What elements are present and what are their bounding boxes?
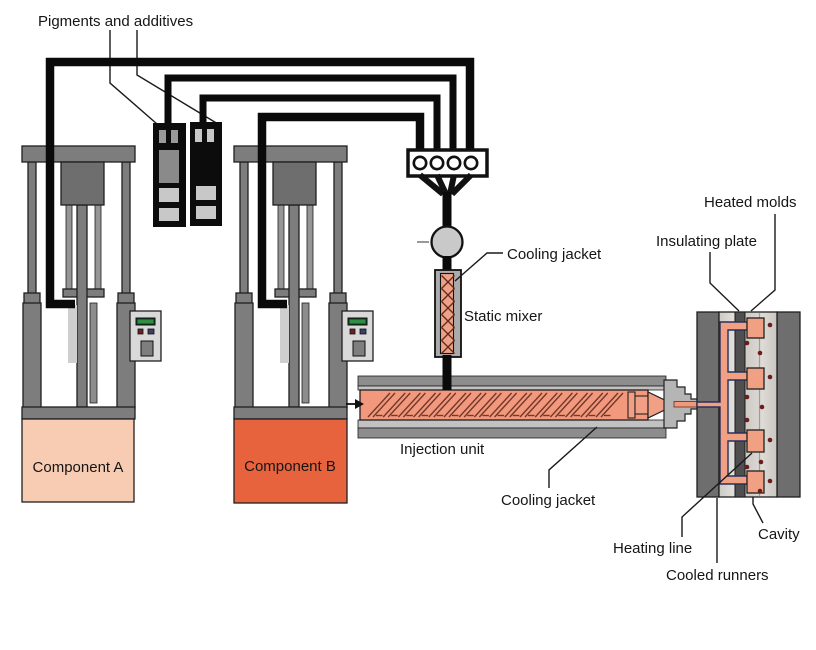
container-a-body [21,418,135,503]
dosing-pump-b [233,145,374,420]
container-a: Component A [21,418,135,503]
mold-assembly [696,311,801,498]
label-heated-molds: Heated molds [704,194,797,211]
manifold-port-4 [463,155,479,171]
container-b: Component B [233,418,348,504]
label-static-mixer: Static mixer [464,308,542,325]
pigments-leader-lines [109,30,219,125]
heating-line-dots [744,322,773,494]
supply-pipes [45,57,475,309]
screw-torpedo [647,391,677,419]
injection-unit-barrel [346,355,699,439]
label-heating-line: Heating line [613,540,692,557]
container-b-body [233,418,348,504]
labels: Pigments and additives Cooling jacket St… [38,13,800,584]
mold-cavities [746,317,765,494]
screw-flights [367,392,624,418]
leader-lines [454,214,776,563]
pigment-cartridge-1 [153,123,186,227]
mixer-column [417,192,464,358]
mixing-manifold [406,148,489,197]
label-cooling-jacket-mixer: Cooling jacket [507,246,602,263]
pigment-cartridge-2 [190,122,222,226]
dosing-pump-a [21,145,162,420]
manifold-port-3 [446,155,462,171]
manifold-port-1 [412,155,428,171]
feed-arrow-icon [355,399,364,409]
label-cavity: Cavity [758,526,800,543]
label-pigments-additives: Pigments and additives [38,13,193,30]
label-cooling-jacket-barrel: Cooling jacket [501,492,596,509]
label-insulating-plate: Insulating plate [656,233,757,250]
label-cooled-runners: Cooled runners [666,567,769,584]
static-mixer-elements [441,275,455,354]
label-component-b: Component B [244,458,336,475]
label-injection-unit: Injection unit [400,441,485,458]
mold-clamp-plate-right [776,311,801,498]
label-component-a: Component A [33,459,124,476]
ball-valve [430,225,464,259]
insulating-plate [734,311,746,498]
manifold-port-2 [429,155,445,171]
